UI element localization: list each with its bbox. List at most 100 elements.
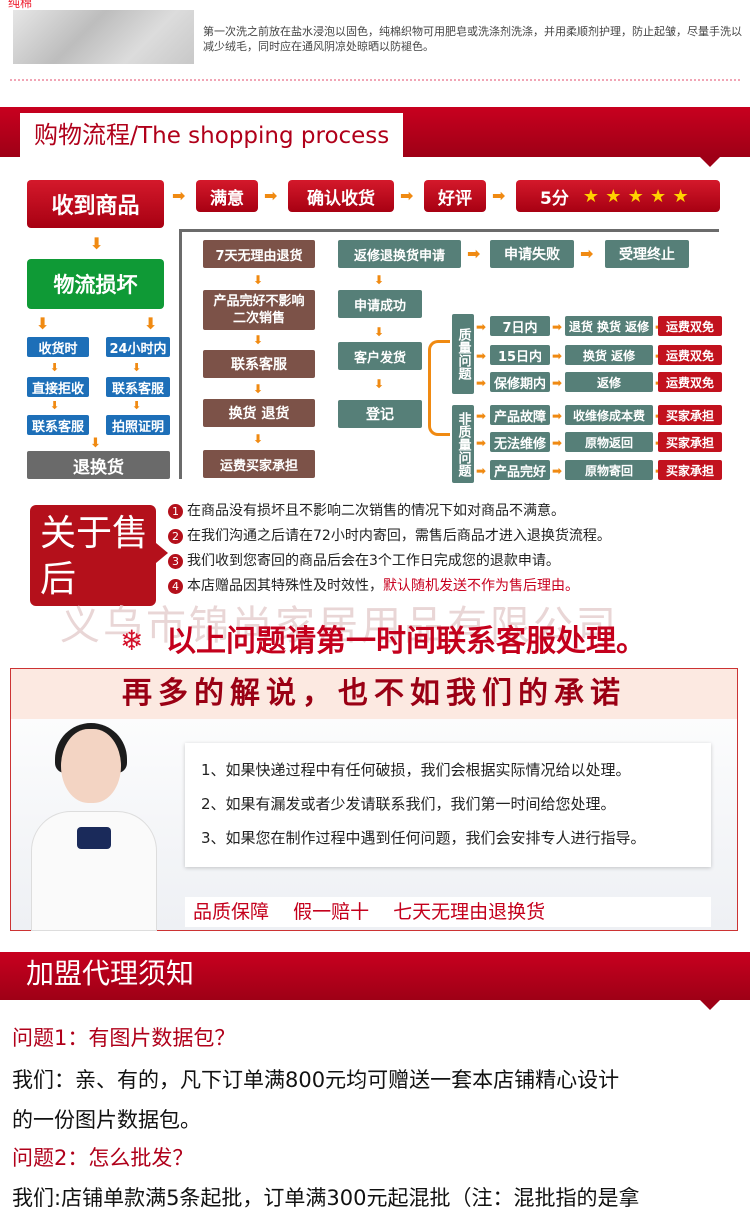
care-section: 纯棉 第一次洗之前放在盐水浸泡以固色，纯棉织物可用肥皂或洗涤剂洗涤，并用柔顺剂护…	[0, 0, 750, 70]
arrow-down-icon: ⬇	[144, 314, 158, 333]
quality-issue: 质量问题	[452, 314, 474, 394]
issue-time: 15日内	[490, 345, 550, 365]
after-sales-badge: 关于售后	[30, 505, 168, 606]
rule-text: 在商品没有损坏且不影响二次销售的情况下如对商品不满意。	[187, 503, 565, 519]
take-photo: 拍照证明	[106, 415, 170, 435]
arrow-down-icon: ⬇	[90, 436, 101, 451]
seven-day-return: 7天无理由退货	[203, 240, 315, 268]
issue-fee: 运费双免	[658, 372, 722, 392]
care-label: 纯棉	[8, 0, 33, 10]
issue-fee: 买家承担	[658, 405, 722, 425]
arrow-icon: ➡	[492, 186, 506, 205]
arrow-icon: ➡	[476, 464, 487, 478]
flow-score: 5分 ★ ★ ★ ★ ★	[516, 180, 720, 212]
acceptance-terminated: 受理终止	[605, 240, 689, 268]
star-icon: ★ ★ ★ ★ ★	[582, 185, 689, 207]
arrow-icon: ➡	[172, 186, 186, 205]
arrow-down-icon: ⬇	[253, 273, 264, 287]
issue-action: 原物寄回	[565, 460, 653, 480]
service-agent-image	[21, 723, 167, 931]
arrow-icon: ➡	[552, 376, 563, 390]
rule-text: 在我们沟通之后请在72小时内寄回，需售后商品才进入退换货流程。	[187, 528, 611, 544]
section-title: 购物流程/The shopping process	[20, 113, 404, 157]
care-text: 第一次洗之前放在盐水浸泡以固色，纯棉织物可用肥皂或洗涤剂洗涤，并用柔顺剂护理，防…	[203, 25, 742, 53]
buyer-pays-shipping: 运费买家承担	[203, 450, 315, 478]
arrow-icon: ➡	[552, 409, 563, 423]
issue-action: 收维修成本费	[565, 405, 653, 425]
issue-time: 产品故障	[490, 405, 550, 425]
arrow-icon: ➡	[476, 376, 487, 390]
arrow-down-icon: ⬇	[374, 377, 385, 391]
company-watermark: 义乌市锦尚家居用品有限公司	[60, 603, 619, 649]
arrow-down-icon: ⬇	[253, 333, 264, 347]
arrow-icon: ➡	[552, 464, 563, 478]
issue-action: 原物返回	[565, 432, 653, 452]
upon-receipt: 收货时	[27, 337, 89, 357]
arrow-down-icon: ⬇	[90, 234, 104, 253]
arrow-icon: ➡	[400, 186, 414, 205]
arrow-down-icon: ⬇	[253, 382, 264, 396]
promise-line: 3、如果您在制作过程中遇到任何问题，我们会安排专人进行指导。	[201, 829, 646, 847]
arrow-down-icon: ⬇	[374, 325, 385, 339]
contact-service: 联系客服	[27, 415, 89, 435]
promise-card: 1、如果快递过程中有任何破损，我们会根据实际情况给以处理。 2、如果有漏发或者少…	[185, 743, 711, 867]
corner-triangle	[700, 157, 720, 167]
logistics-damaged: 物流损坏	[27, 259, 164, 309]
issue-time: 无法维修	[490, 432, 550, 452]
issue-action: 返修	[565, 372, 653, 392]
rule-number: 4	[168, 579, 183, 594]
split-bracket	[428, 340, 450, 436]
issue-fee: 运费双免	[658, 316, 722, 336]
arrow-icon: ➡	[264, 186, 278, 205]
issue-time: 产品完好	[490, 460, 550, 480]
issue-action: 换货 返修	[565, 345, 653, 365]
issue-action: 退货 换货 返修	[565, 316, 653, 336]
arrow-down-icon: ⬇	[132, 399, 142, 412]
arrow-icon: ➡	[476, 409, 487, 423]
arrow-icon: ➡	[552, 349, 563, 363]
contact-service: 联系客服	[106, 377, 170, 397]
rule-text: 本店赠品因其特殊性及时效性，	[187, 578, 383, 594]
rule-number: 1	[168, 504, 183, 519]
franchise-title: 加盟代理须知	[26, 957, 195, 990]
arrow-down-icon: ⬇	[132, 361, 142, 374]
connector-line	[179, 229, 719, 232]
arrow-icon: ➡	[467, 244, 481, 263]
arrow-icon: ➡	[552, 436, 563, 450]
shopping-process-header: 购物流程/The shopping process	[0, 107, 750, 167]
guarantee-quality: 品质保障	[193, 901, 270, 923]
issue-fee: 买家承担	[658, 432, 722, 452]
flow-received: 收到商品	[27, 180, 164, 228]
promise-title: 再多的解说，也不如我们的承诺	[11, 669, 737, 719]
answer-2-line-1: 我们:店铺单款满5条起批，订单满300元起混批（注：混批指的是拿	[12, 1186, 640, 1210]
rule-1: 1 在商品没有损坏且不影响二次销售的情况下如对商品不满意。	[168, 500, 565, 520]
divider	[10, 79, 740, 81]
application-success: 申请成功	[338, 290, 422, 318]
promise-line: 1、如果快递过程中有任何破损，我们会根据实际情况给以处理。	[201, 761, 631, 779]
guarantee-fake: 假一赔十	[293, 901, 370, 923]
question-1: 问题1：有图片数据包？	[12, 1026, 236, 1050]
question-2: 问题2：怎么批发？	[12, 1146, 194, 1170]
arrow-icon: ➡	[580, 244, 594, 263]
issue-fee: 运费双免	[658, 345, 722, 365]
flow-review: 好评	[424, 180, 486, 212]
rule-text: 我们收到您寄回的商品后会在3个工作日完成您的退款申请。	[187, 553, 560, 569]
corner-triangle	[700, 1000, 720, 1010]
snowflake-icon: ❄	[120, 624, 144, 657]
arrow-icon: ➡	[476, 436, 487, 450]
within-24h: 24小时内	[106, 337, 170, 357]
customer-ships: 客户发货	[338, 342, 422, 370]
guarantee-bar: 品质保障 假一赔十 七天无理由退换货	[185, 897, 711, 927]
product-intact: 产品完好不影响二次销售	[203, 290, 315, 330]
repair-application: 返修退换货申请	[338, 240, 461, 268]
franchise-header: 加盟代理须知	[0, 952, 750, 1010]
return-exchange: 退换货	[27, 451, 170, 479]
title-en: The shopping process	[138, 123, 390, 149]
flow-confirm: 确认收货	[288, 180, 394, 212]
arrow-down-icon: ⬇	[374, 273, 385, 287]
non-quality-issue: 非质量问题	[452, 405, 474, 483]
arrow-icon: ➡	[476, 320, 487, 334]
bracket-line	[179, 229, 191, 479]
arrow-icon: ➡	[476, 349, 487, 363]
